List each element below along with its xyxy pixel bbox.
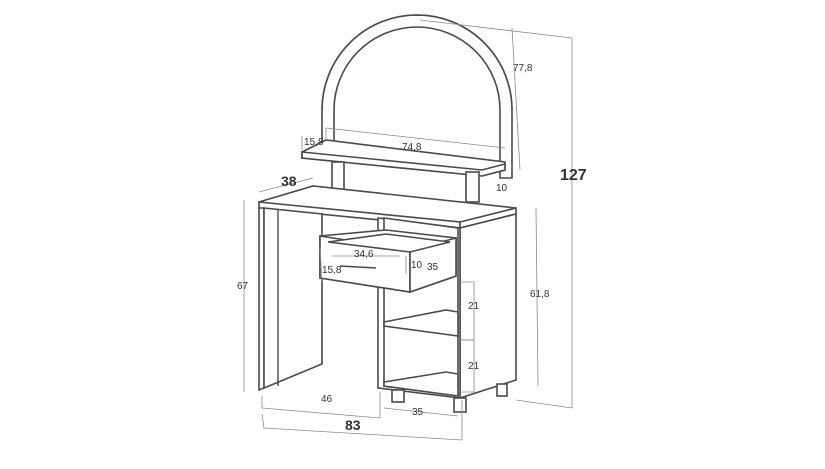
cabinet-width-label: 35 [412,407,424,418]
shelf-depth-label: 15,8 [304,137,324,148]
drawer [319,229,457,294]
drawer-width-label: 34,6 [354,249,374,260]
total-width-label: 83 [345,417,361,433]
drawer-depth-label: 35 [427,262,439,273]
mirror-height-label: 77,8 [513,63,533,74]
dimension-labels: 77,8 127 15,8 74,8 10 38 67 61,8 34,6 15… [237,63,587,433]
shelf-height-label: 10 [496,183,508,194]
mirror-arch [321,14,513,179]
dimension-lines [243,19,573,441]
knee-width-label: 46 [321,394,333,405]
total-height-label: 127 [560,167,587,184]
lower-compartment-label: 21 [468,361,480,372]
drawer-height-label: 15,8 [322,265,342,276]
cabinet-height-label: 61,8 [530,289,550,300]
depth-label: 38 [281,173,297,189]
top-shelf [301,139,506,203]
upper-compartment-label: 21 [468,301,480,312]
left-leg-panel [258,207,323,392]
desk-height-label: 67 [237,281,249,292]
shelf-width-label: 74,8 [402,142,422,153]
drawer-inner-height-label: 10 [411,260,423,271]
